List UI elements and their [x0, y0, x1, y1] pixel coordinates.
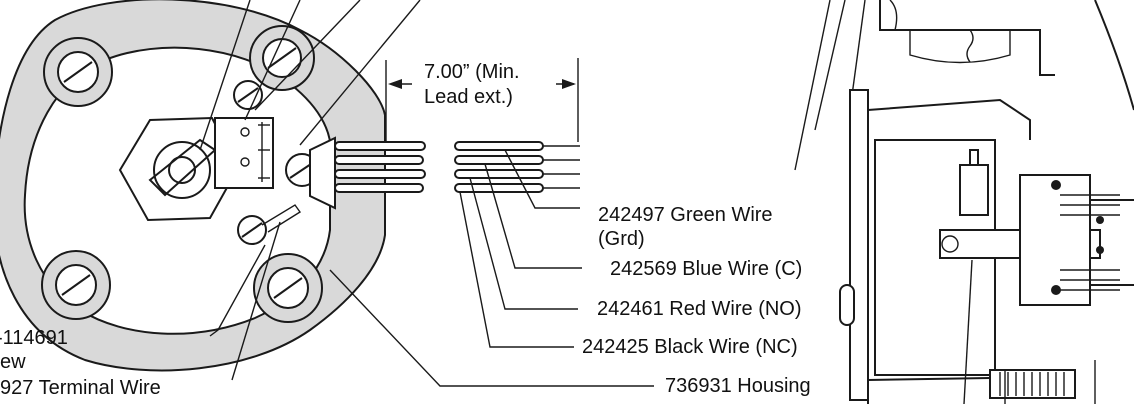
housing-cross-section [794, 0, 1134, 404]
inner-screw-upper [233, 80, 263, 110]
callout-blue-wire: 242569 Blue Wire (C) [610, 258, 803, 280]
dimension-label-line2: Lead ext.) [424, 86, 513, 108]
lead-wires-ends [454, 141, 580, 193]
corner-screw-bottom-right [253, 253, 323, 323]
callout-terminal-wire: 927 Terminal Wire [0, 377, 161, 399]
callout-screw-word: ew [0, 351, 26, 373]
housing-front-view [0, 0, 386, 372]
corner-screw-top-left [43, 37, 113, 107]
callout-screw-part: -114691 [0, 327, 68, 349]
callout-green-wire: 242497 Green Wire [598, 204, 773, 226]
callout-housing: 736931 Housing [665, 375, 811, 397]
ground-screw [237, 204, 302, 245]
micro-switch [214, 117, 274, 189]
cover-plate [849, 89, 869, 401]
actuator-hub [153, 141, 211, 199]
lead-wires-stub [334, 141, 426, 193]
callout-red-wire: 242461 Red Wire (NO) [597, 298, 802, 320]
callout-green-wire-grd: (Grd) [598, 228, 645, 250]
callout-black-wire: 242425 Black Wire (NC) [582, 336, 798, 358]
corner-screw-bottom-left [41, 250, 111, 320]
left-leader-lines [199, 0, 654, 387]
dimension-label-line1: 7.00” (Min. [424, 61, 520, 83]
wire-leader-lines [459, 149, 582, 348]
dimension-marker [385, 58, 579, 142]
lead-exit-block [309, 136, 336, 210]
